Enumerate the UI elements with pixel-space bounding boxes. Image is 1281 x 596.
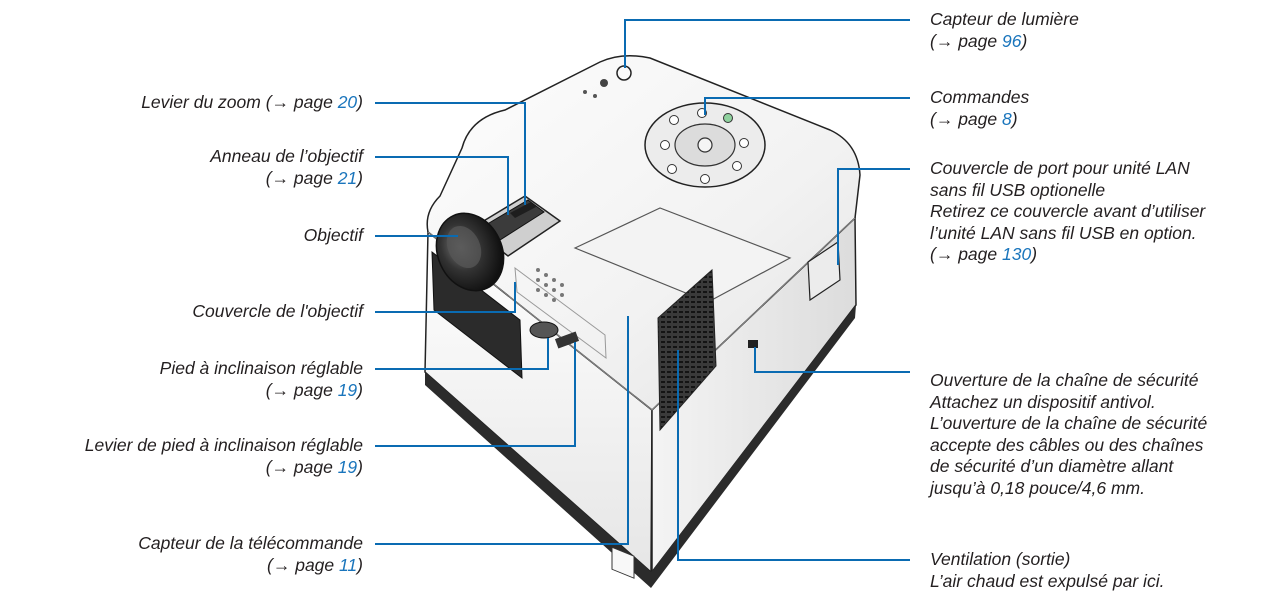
control-button <box>700 174 710 184</box>
leader-remote-sensor <box>375 316 629 545</box>
control-button <box>667 164 677 174</box>
label-lens-cover: Couvercle de l'objectif <box>192 301 363 321</box>
tilt-foot <box>529 321 559 339</box>
page-link[interactable]: 11 <box>339 554 358 575</box>
label-lan-cover: Couvercle de port pour unité LAN sans fi… <box>930 158 1206 264</box>
leader-lens-ring <box>375 156 509 215</box>
security-slot <box>748 340 758 348</box>
label-controls: Commandes (→ page 8) <box>930 87 1030 129</box>
page-link[interactable]: 20 <box>337 92 358 112</box>
leader-controls <box>704 97 910 115</box>
label-tilt-foot-lever: Levier de pied à inclinaison réglable (→… <box>84 435 363 477</box>
control-button <box>660 140 670 150</box>
label-security-slot: Ouverture de la chaîne de sécurité Attac… <box>930 370 1208 498</box>
indicator-led <box>593 94 597 98</box>
label-ventilation: Ventilation (sortie) L’air chaud est exp… <box>930 549 1165 591</box>
label-lens-ring: Anneau de l’objectif (→ page 21) <box>210 146 363 188</box>
control-button <box>732 161 742 171</box>
page-link[interactable]: 8 <box>1001 108 1012 129</box>
power-button <box>600 79 608 87</box>
projector-top-edge <box>427 217 856 411</box>
leader-lens-cover <box>375 282 516 313</box>
control-button <box>723 113 733 123</box>
label-remote-sensor: Capteur de la télécommande (→ page 11) <box>138 533 363 575</box>
control-button <box>739 138 749 148</box>
lamp-cover <box>573 207 792 303</box>
leader-tilt-foot <box>375 338 549 370</box>
label-tilt-foot: Pied à inclinaison réglable (→ page 19) <box>159 358 363 400</box>
leader-light-sensor <box>624 19 910 68</box>
ventilation-grille <box>657 268 717 432</box>
control-button <box>669 115 679 125</box>
page-link[interactable]: 19 <box>337 379 358 400</box>
page-link[interactable]: 96 <box>1001 30 1022 51</box>
indicator-led <box>583 90 587 94</box>
speaker-grille <box>536 268 564 302</box>
page-link[interactable]: 21 <box>337 167 358 188</box>
tilt-foot-lever <box>554 331 580 349</box>
leader-security-slot <box>754 347 910 373</box>
label-zoom-lever: Levier du zoom (→ page 20) <box>141 92 363 112</box>
leader-tilt-foot-lever <box>375 342 576 447</box>
leader-ventilation <box>677 350 910 561</box>
zoom-lever <box>510 202 536 218</box>
light-sensor <box>616 65 632 81</box>
label-lens: Objectif <box>303 225 363 245</box>
control-center-button <box>697 137 713 153</box>
lens-cover-panel <box>514 266 607 360</box>
page-link[interactable]: 19 <box>337 456 358 477</box>
lan-port-cover <box>807 240 841 302</box>
label-light-sensor: Capteur de lumière (→ page 96) <box>930 9 1079 51</box>
leader-zoom-lever <box>375 102 526 205</box>
remote-sensor <box>611 546 635 579</box>
page-link[interactable]: 130 <box>1001 244 1032 264</box>
leader-lan-cover <box>837 168 910 265</box>
